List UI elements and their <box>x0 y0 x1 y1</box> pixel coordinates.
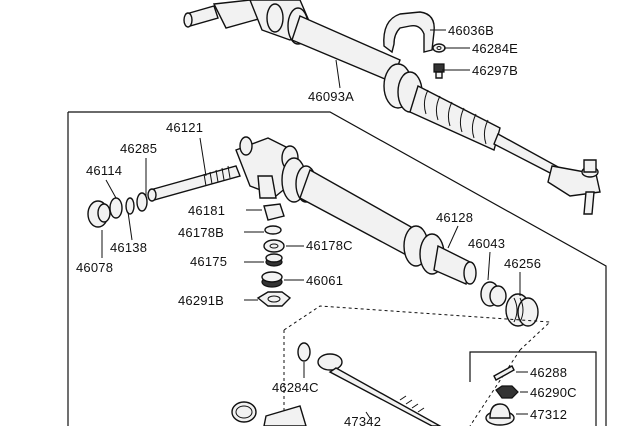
label-46036B: 46036B <box>448 23 494 38</box>
leader-lines <box>101 29 528 419</box>
label-46121: 46121 <box>166 120 203 135</box>
bearing-ring <box>109 197 123 219</box>
upper-rack-assembly <box>183 0 601 215</box>
label-46043: 46043 <box>468 236 505 251</box>
label-46178B: 46178B <box>178 225 224 240</box>
label-46128: 46128 <box>436 210 473 225</box>
label-46291B: 46291B <box>178 293 224 308</box>
part-labels: 46036B 46284E 46297B 46093A 46121 46285 … <box>76 23 577 426</box>
label-46284E: 46284E <box>472 41 518 56</box>
dust-seal <box>87 200 111 228</box>
label-46061: 46061 <box>306 273 343 288</box>
label-46290C: 46290C <box>530 385 577 400</box>
exploded-view-frame <box>67 111 607 426</box>
spring-seat-icon <box>263 239 285 253</box>
cotter-pin-icon <box>493 365 515 381</box>
label-46284C: 46284C <box>272 380 319 395</box>
adjuster-plug-icon <box>261 271 283 288</box>
label-46175: 46175 <box>190 254 227 269</box>
rack-guide-icon <box>263 203 285 221</box>
inner-tie-rod <box>317 353 442 426</box>
label-46285: 46285 <box>120 141 157 156</box>
snap-ring <box>125 197 135 215</box>
lock-nut-icon <box>256 291 292 307</box>
rack-housing <box>235 136 477 285</box>
o-ring <box>136 192 148 212</box>
label-46256: 46256 <box>504 256 541 271</box>
boot-bellows <box>263 405 307 426</box>
boot-clamp <box>231 401 257 423</box>
spring-icon <box>265 253 283 267</box>
o-ring-small-icon <box>264 225 282 235</box>
castle-nut-icon <box>495 385 519 399</box>
label-47312: 47312 <box>530 407 567 422</box>
label-46078: 46078 <box>76 260 113 275</box>
label-46288: 46288 <box>530 365 567 380</box>
dust-cover-icon <box>485 403 515 426</box>
small-parts-box <box>469 351 597 426</box>
label-46181: 46181 <box>188 203 225 218</box>
rack-stopper <box>505 293 539 327</box>
label-46093A: 46093A <box>308 89 354 104</box>
label-47342: 47342 <box>344 414 381 426</box>
label-46297B: 46297B <box>472 63 518 78</box>
label-46178C: 46178C <box>306 238 353 253</box>
rack-bushing <box>480 281 507 307</box>
label-46138: 46138 <box>110 240 147 255</box>
label-46114: 46114 <box>86 163 122 178</box>
pinion-shaft <box>147 165 241 202</box>
washer <box>297 342 311 362</box>
